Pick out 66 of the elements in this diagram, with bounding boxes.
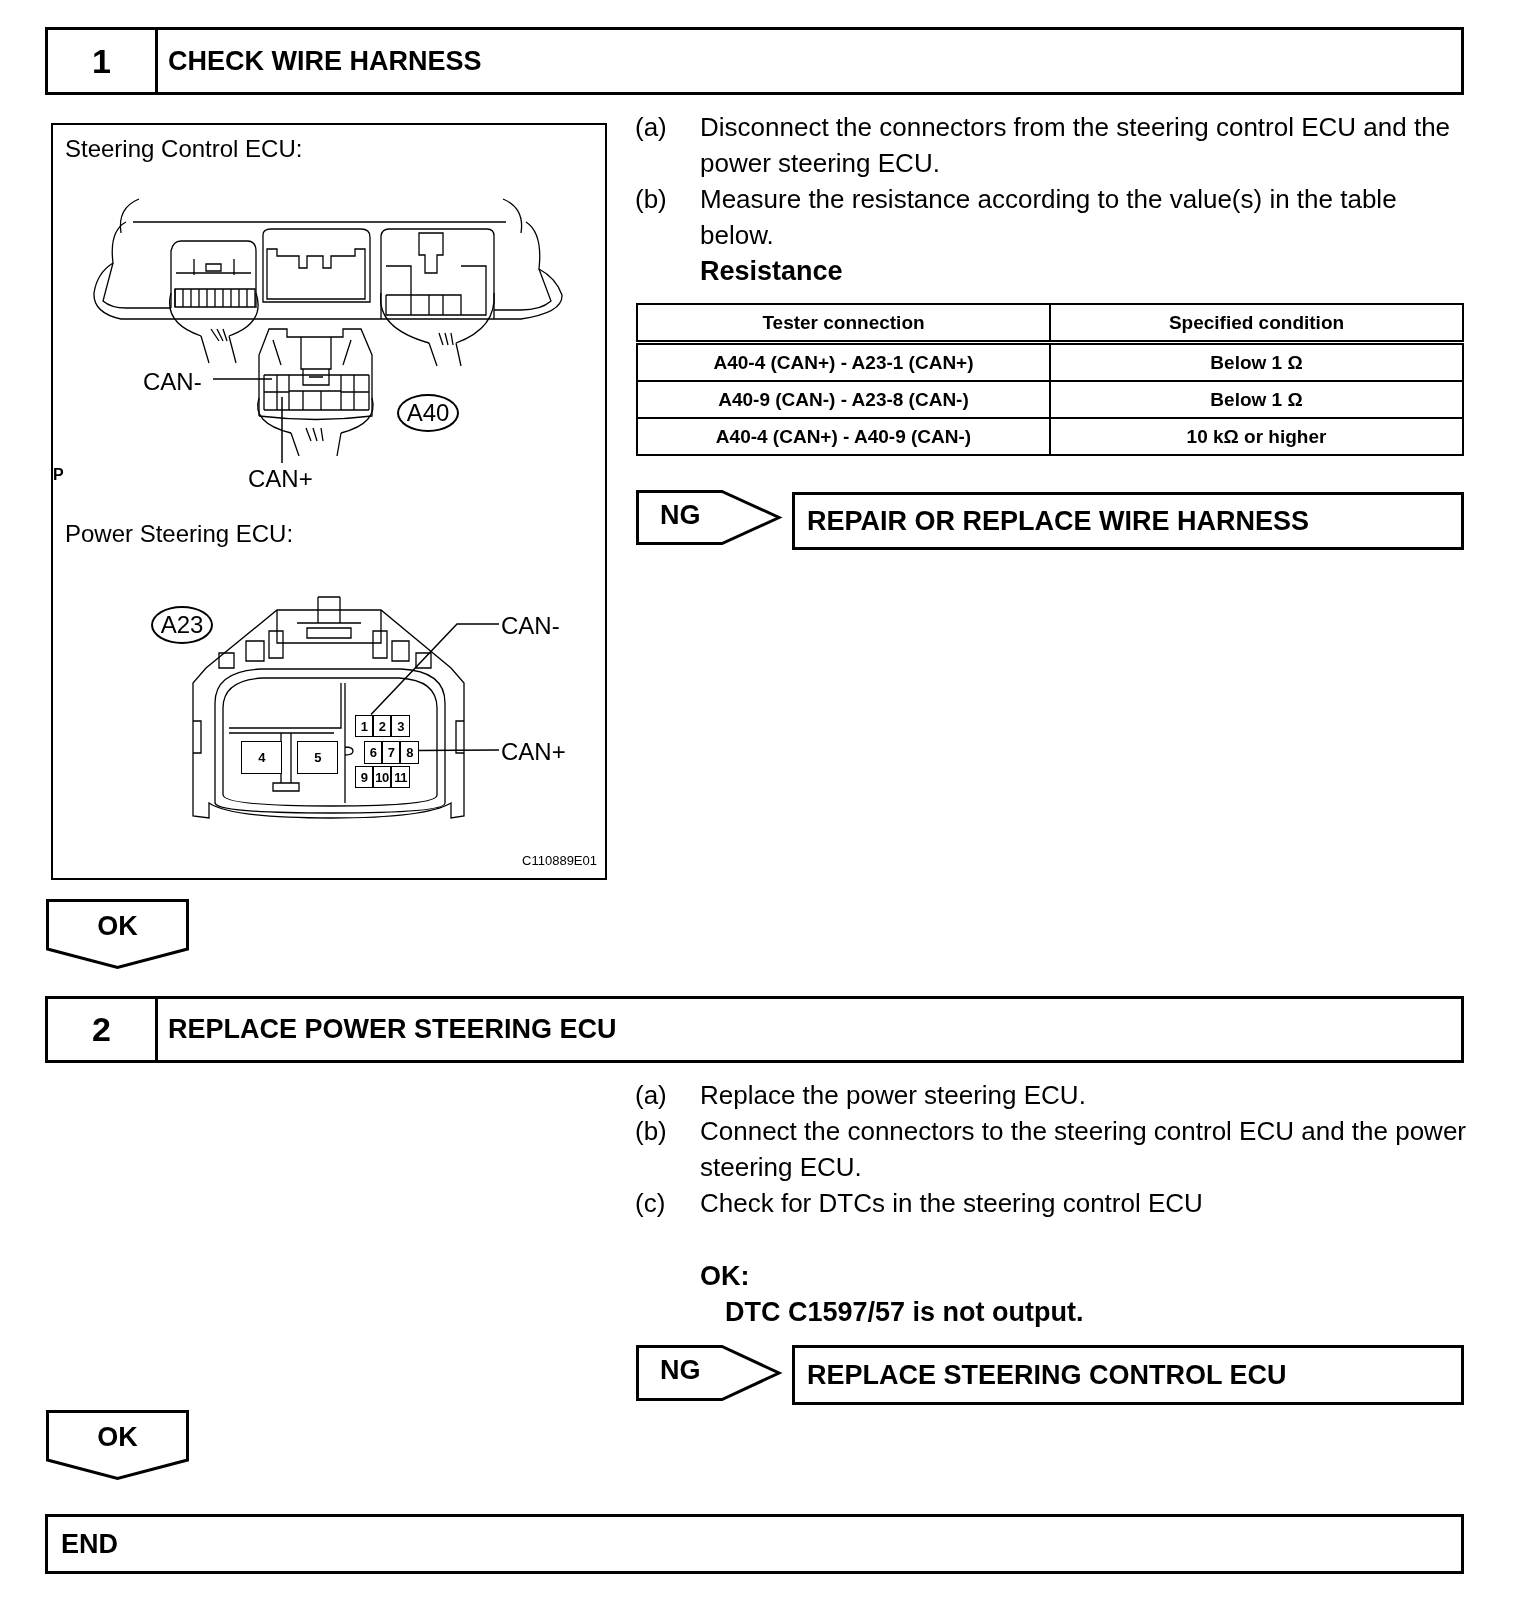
table-header-cell: Specified condition — [1050, 304, 1463, 343]
result-label: NG — [660, 1355, 701, 1386]
ng-arrow-box — [636, 490, 782, 545]
note-text: DTC C1597/57 is not output. — [725, 1296, 1085, 1329]
note-text: Resistance — [700, 255, 844, 288]
instruction-text: Check for DTCs in the steering control ECU — [700, 1187, 1204, 1220]
instruction-text: Disconnect the connectors from the steering control ECU and the power steering ECU. — [700, 111, 1452, 180]
step-title: CHECK WIRE HARNESS — [168, 45, 482, 77]
leader-line — [212, 378, 273, 380]
signal-label: CAN- — [143, 368, 202, 395]
table-cell: 10 kΩ or higher — [1050, 418, 1463, 455]
leader-line — [370, 623, 500, 716]
figure-caption: Power Steering ECU: — [65, 520, 294, 548]
terminal-number: 8 — [400, 741, 419, 764]
ok-arrow-box — [46, 1410, 189, 1480]
table-cell: A40-9 (CAN-) - A23-8 (CAN-) — [637, 381, 1050, 418]
figure-code: C110889E01 — [522, 853, 597, 868]
result-label: OK — [96, 1422, 139, 1453]
result-label: OK — [96, 911, 139, 942]
reference-mark: P — [53, 465, 65, 485]
terminal-number: 10 — [373, 766, 391, 788]
list-marker: (c) — [635, 1187, 667, 1220]
step-title: END — [61, 1528, 118, 1560]
figure-caption: Steering Control ECU: — [65, 135, 303, 163]
step-header-box — [45, 996, 1464, 1063]
signal-label: CAN- — [501, 612, 560, 639]
action-box — [792, 1345, 1464, 1405]
table-header-cell: Tester connection — [637, 304, 1050, 343]
terminal-number: 11 — [391, 766, 410, 788]
step-number: 2 — [91, 1010, 112, 1049]
list-marker: (b) — [635, 1115, 668, 1148]
step-number: 1 — [91, 41, 112, 81]
instruction-text: Replace the power steering ECU. — [700, 1079, 1087, 1112]
terminal-number: 9 — [355, 766, 373, 788]
result-label: NG — [660, 500, 701, 531]
instruction-text: Measure the resistance according to the value(s) in the table below. — [700, 183, 1398, 252]
action-text: REPLACE STEERING CONTROL ECU — [807, 1359, 1287, 1391]
list-marker: (b) — [635, 183, 668, 216]
table-cell: A40-4 (CAN+) - A40-9 (CAN-) — [637, 418, 1050, 455]
ng-arrow-box — [636, 1345, 782, 1401]
terminal-number: 7 — [382, 741, 400, 764]
connector-id: A23 — [160, 611, 204, 639]
list-marker: (a) — [635, 111, 668, 144]
list-marker: (a) — [635, 1079, 668, 1112]
signal-label: CAN+ — [501, 738, 566, 765]
instruction-text: Connect the connectors to the steering control ECU and the power steering ECU. — [700, 1115, 1467, 1184]
step-title: REPLACE POWER STEERING ECU — [168, 1014, 617, 1045]
note-text: OK: — [700, 1260, 751, 1293]
connector-id: A40 — [406, 399, 450, 427]
leader-line — [281, 396, 283, 464]
terminal-number: 6 — [364, 741, 382, 764]
terminal-number: 3 — [391, 715, 410, 737]
action-box — [792, 492, 1464, 550]
step-header-box — [45, 1514, 1464, 1574]
step-header-box — [45, 27, 1464, 95]
terminal-number: 2 — [373, 715, 391, 737]
signal-label: CAN+ — [248, 465, 313, 492]
terminal-number: 1 — [355, 715, 373, 737]
illustration-frame — [51, 123, 607, 880]
table-cell: Below 1 Ω — [1050, 381, 1463, 418]
action-text: REPAIR OR REPLACE WIRE HARNESS — [807, 505, 1310, 537]
ok-arrow-box — [46, 899, 189, 969]
terminal-number: 5 — [297, 741, 338, 774]
table-cell: A40-4 (CAN+) - A23-1 (CAN+) — [637, 342, 1050, 381]
terminal-number: 4 — [241, 741, 282, 774]
table-cell: Below 1 Ω — [1050, 342, 1463, 381]
